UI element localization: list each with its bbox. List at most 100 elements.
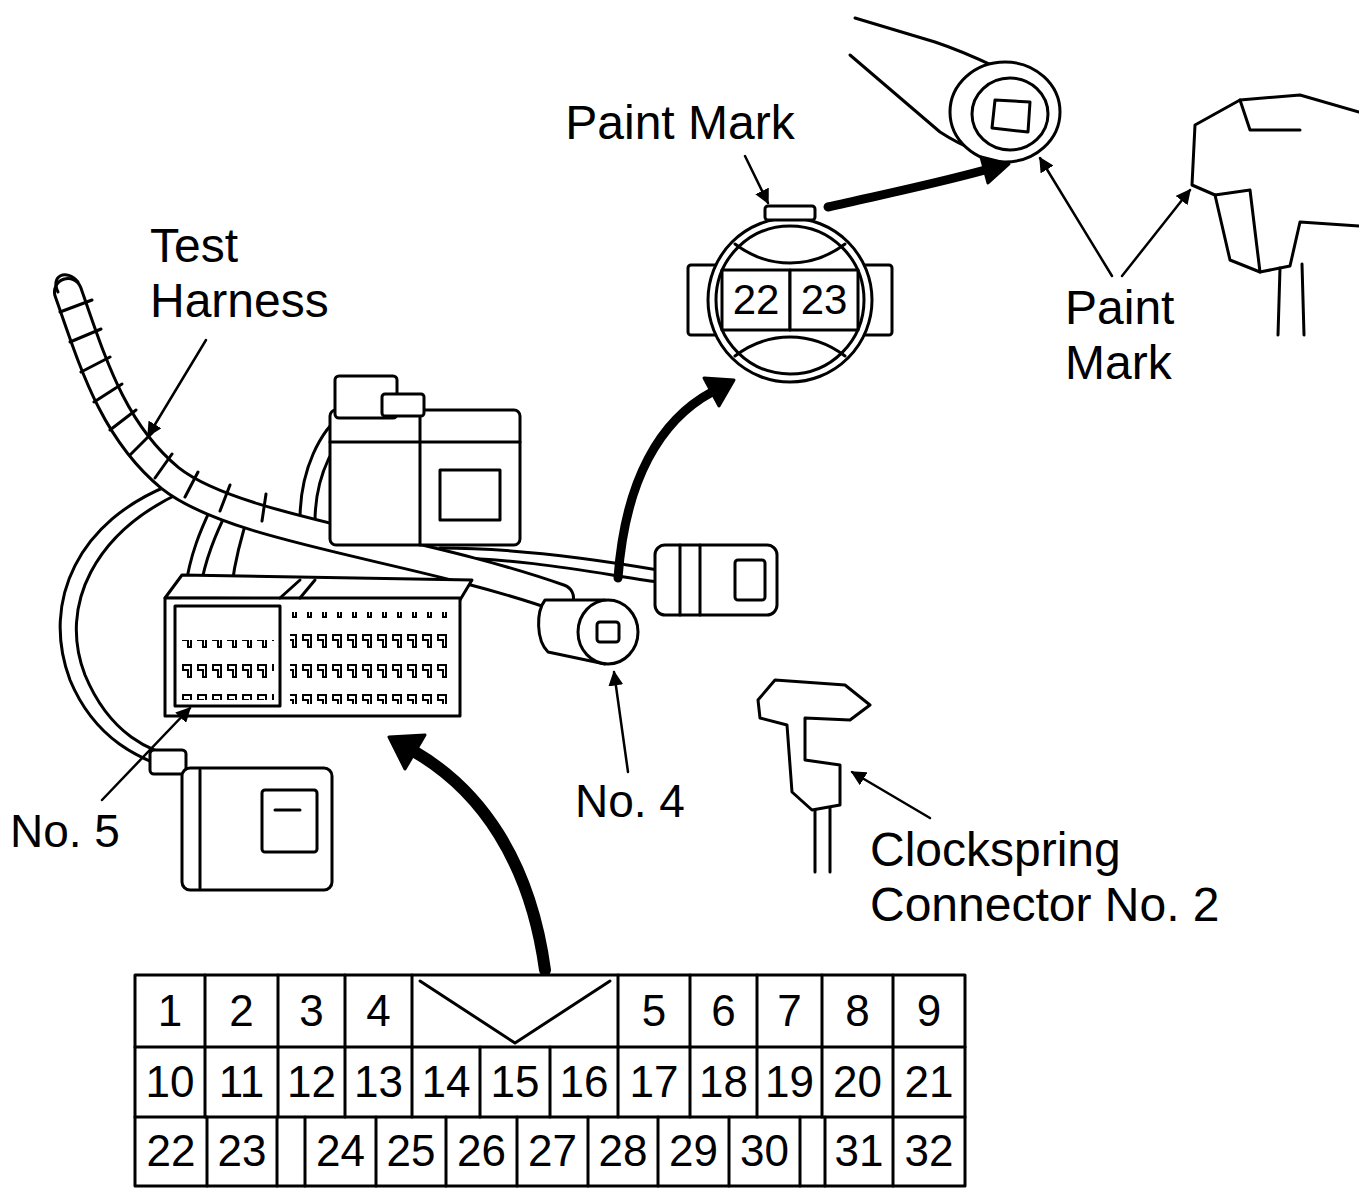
pin-number-box: 7 [757,975,822,1047]
pin-number: 16 [560,1057,609,1108]
test-harness [60,300,266,521]
paint-mark-label-box: Paint Mark [1065,280,1235,390]
pin-number-box: 30 [729,1117,800,1186]
pin-number: 23 [801,276,848,324]
pin-number-box: 9 [893,975,965,1047]
pin-number: 6 [711,986,735,1037]
pin-number-box: 1 [135,975,205,1047]
plug-connector [735,560,765,600]
part-label-box: Clockspring Connector No. 2 [870,822,1280,932]
connector-no-5 [290,612,452,704]
pin-number-box: 14 [412,1047,480,1117]
pin-number: 2 [229,986,253,1037]
pin-number-box: 23 [207,1117,277,1186]
pin-table-grid [420,981,610,1043]
clockspring-connector [758,680,870,872]
plug-connector [655,545,777,615]
pin-number-box: 31 [825,1117,893,1186]
pin-number-box: 6 [690,975,757,1047]
plug-connector [680,545,700,615]
pin-table-grid [205,975,893,1047]
pin-number: 8 [845,986,869,1037]
connector-housing [382,394,424,416]
connector-no-5 [280,580,315,598]
pin-number-box: 16 [550,1047,618,1117]
pin-number: 27 [528,1126,577,1177]
pin-number: 7 [777,986,801,1037]
pin-number: 11 [219,1057,265,1108]
pointer-arrow [981,157,1009,183]
round-connector-face [735,244,845,263]
pin-number-box: 13 [345,1047,412,1117]
round-connector-face [790,270,858,330]
pin-table-grid [135,975,965,1186]
pin-number-box: 8 [822,975,893,1047]
bottom-connector [200,770,300,888]
round-connector-face [716,226,864,374]
pointer-arrow [415,752,545,970]
bottom-connector [150,750,186,774]
pin-table-grid [207,1117,893,1186]
test-harness [56,275,78,292]
pin-number: 22 [147,1126,196,1177]
pin-number: 26 [457,1126,506,1177]
pin-number-box: 3 [278,975,345,1047]
pin-number-box: 22 [722,270,790,330]
pointer-arrow [828,170,985,207]
paint-mark-label-box: Paint Mark [530,95,830,150]
connector-no-5 [165,575,472,716]
pin-number: 3 [299,986,323,1037]
callout-number-box: No. 5 [10,805,150,858]
pin-number-box: 12 [278,1047,345,1117]
pin-number-box: 15 [480,1047,550,1117]
connector-closeup [850,18,1060,162]
pin-number: 1 [158,986,182,1037]
connector-no-5 [165,575,472,600]
pin-number-box: 18 [690,1047,757,1117]
pin-number: 24 [316,1126,365,1177]
round-connector-face [735,337,845,356]
leader-line [1122,190,1190,276]
pin-number-box: 26 [446,1117,517,1186]
pin-number-box: 21 [893,1047,965,1117]
connector-closeup [950,62,1060,162]
pin-number: 32 [905,1126,954,1177]
leader-line [614,672,628,772]
pin-number: 18 [699,1057,748,1108]
pin-number: 14 [422,1057,471,1108]
connector-no-4 [578,600,638,664]
leader-line [148,340,206,436]
paint-mark-label: Paint Mark [565,96,794,149]
connector-no-5 [175,606,280,706]
leader-line [1040,158,1112,276]
pin-number: 15 [491,1057,540,1108]
part-label: Test Harness [150,219,329,327]
clockspring-closeup [1192,95,1359,272]
connector-closeup [992,100,1030,132]
pin-number-box: 20 [822,1047,893,1117]
connector-no-4 [539,600,638,664]
pin-number-box: 11 [205,1047,278,1117]
clockspring-closeup [1192,95,1359,335]
pin-number: 30 [740,1126,789,1177]
pin-number: 17 [630,1057,679,1108]
pin-number-box: 29 [658,1117,729,1186]
pointer-arrow [389,735,425,769]
round-connector-face [765,206,815,220]
pin-number-box: 5 [618,975,690,1047]
callout-number-box: No. 4 [575,775,725,828]
pin-number: 28 [599,1126,648,1177]
pin-number: 12 [287,1057,336,1108]
paint-mark-label: Paint Mark [1065,281,1174,389]
pin-table-grid [135,1047,965,1117]
pin-number-box: 25 [376,1117,446,1186]
clockspring-closeup [1278,264,1304,335]
connector-housing [330,410,520,545]
callout-number: No. 4 [575,775,685,827]
connector-no-4 [597,622,619,642]
connector-no-5 [182,640,274,700]
pin-number-box: 17 [618,1047,690,1117]
